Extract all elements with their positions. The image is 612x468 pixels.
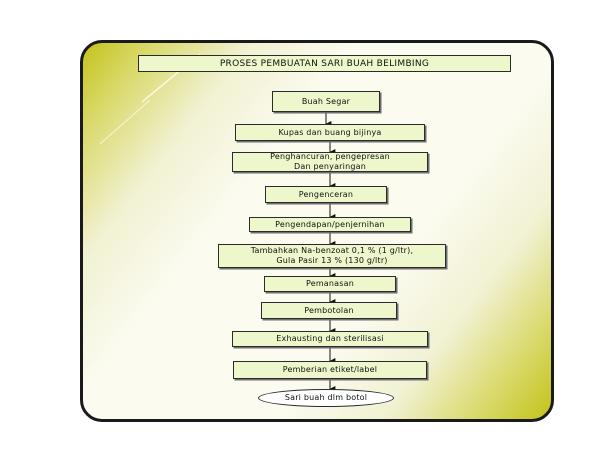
step-sari-buah-final: Sari buah dlm botol (258, 389, 394, 407)
step-pengendapan: Pengendapan/penjernihan (249, 217, 411, 232)
step-pembotolan: Pembotolan (261, 302, 397, 319)
step-kupas: Kupas dan buang bijinya (235, 124, 425, 141)
step-pemberian-etiket: Pemberian etiket/label (233, 361, 427, 379)
step-tambahkan: Tambahkan Na-benzoat 0,1 % (1 g/ltr), Gu… (218, 244, 446, 268)
diagram-title: PROSES PEMBUATAN SARI BUAH BELIMBING (138, 55, 511, 72)
step-exhausting: Exhausting dan sterilisasi (232, 331, 428, 347)
step-penghancuran: Penghancuran, pengepresan Dan penyaringa… (232, 152, 428, 172)
step-pengenceran: Pengenceran (265, 186, 387, 203)
step-pemanasan: Pemanasan (264, 276, 396, 292)
step-buah-segar: Buah Segar (272, 91, 380, 112)
